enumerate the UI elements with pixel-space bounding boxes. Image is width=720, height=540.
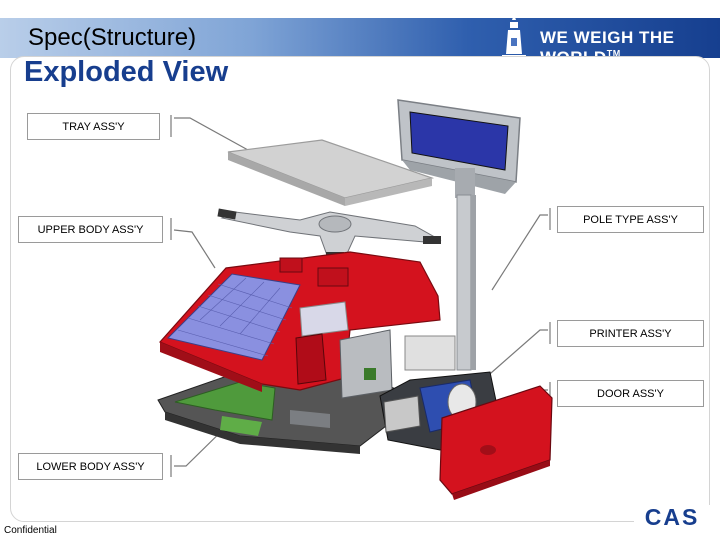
callout-tray: TRAY ASS'Y	[27, 113, 160, 140]
callout-door: DOOR ASS'Y	[557, 380, 704, 407]
trademark-mark: TM	[606, 48, 621, 59]
confidential-label: Confidential	[4, 525, 57, 536]
callout-upper-body: UPPER BODY ASS'Y	[18, 216, 163, 243]
callout-printer: PRINTER ASS'Y	[557, 320, 704, 347]
door-panel	[439, 385, 553, 500]
tray-support	[217, 208, 442, 260]
cas-logo-text: CAS	[645, 505, 700, 529]
display-head	[397, 99, 521, 198]
section-title: Spec(Structure)	[28, 24, 197, 51]
cas-logo-icon: CAS	[634, 505, 710, 529]
callout-pole-type: POLE TYPE ASS'Y	[557, 206, 704, 233]
callout-lower-body: LOWER BODY ASS'Y	[18, 453, 163, 480]
page-title: Exploded View	[24, 56, 229, 88]
weighing-tray	[227, 139, 435, 206]
inner-chassis	[339, 329, 456, 399]
pole	[456, 194, 476, 371]
upper-body	[158, 251, 441, 392]
